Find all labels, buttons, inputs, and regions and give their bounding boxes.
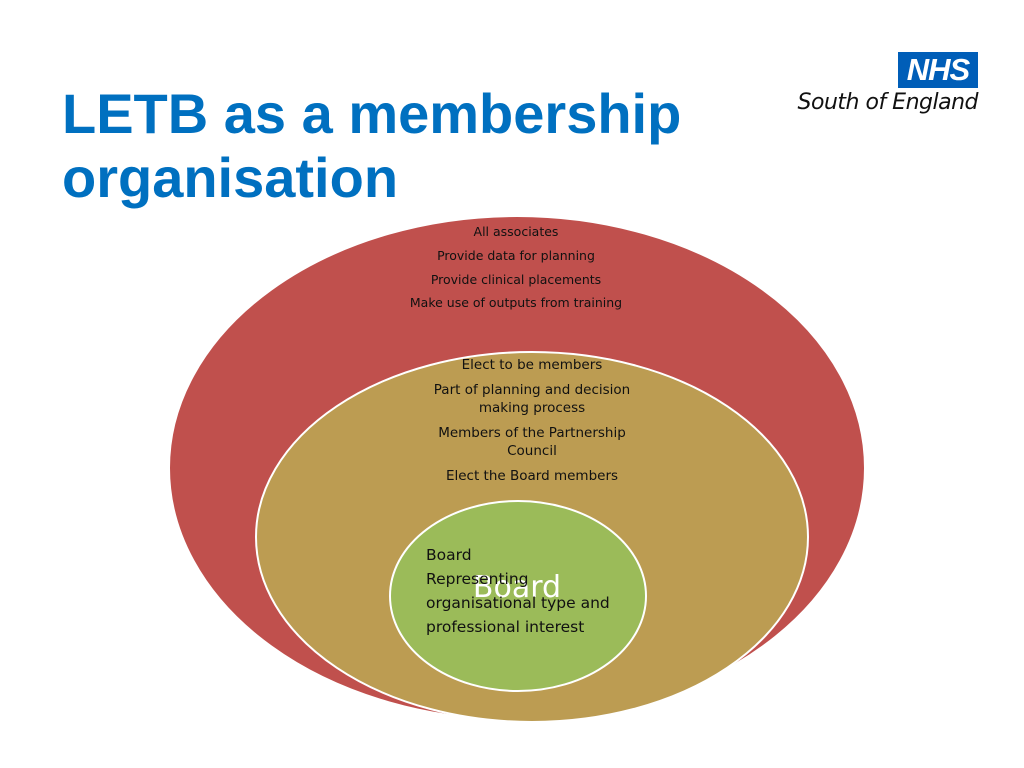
nhs-region-name: South of England (797, 90, 979, 115)
slide-title-line-2: organisation (62, 146, 399, 209)
outer-ring-item: Provide data for planning (437, 247, 595, 263)
inner-ring-text: Board Representing organisational type a… (426, 543, 626, 639)
nhs-logo: NHS South of England (752, 52, 980, 124)
inner-ring-line: professional interest (426, 618, 585, 636)
outer-ring-list: All associates Provide data for planning… (360, 224, 672, 319)
middle-ring-item: Part of planning and decision making pro… (433, 382, 631, 416)
middle-ring-list: Elect to be members Part of planning and… (412, 356, 652, 492)
outer-ring-item: All associates (473, 224, 559, 239)
nhs-logo-mark: NHS (898, 52, 978, 88)
inner-ring-line: Representing (426, 570, 529, 588)
middle-ring-item: Elect the Board members (445, 468, 619, 484)
inner-ring-line: Board (426, 546, 472, 564)
inner-ellipse (389, 500, 647, 692)
middle-ring-item: Elect to be members (461, 357, 603, 373)
middle-ring-item: Members of the Partnership Council (438, 425, 626, 459)
inner-ring-watermark: Board (472, 570, 562, 605)
inner-ring-line: organisational type and (426, 594, 610, 612)
outer-ring-item: Make use of outputs from training (409, 295, 623, 311)
slide-title: LETB as a membership organisation (62, 82, 681, 210)
slide-title-line-1: LETB as a membership (62, 82, 682, 145)
outer-ring-item: Provide clinical placements (430, 271, 602, 287)
